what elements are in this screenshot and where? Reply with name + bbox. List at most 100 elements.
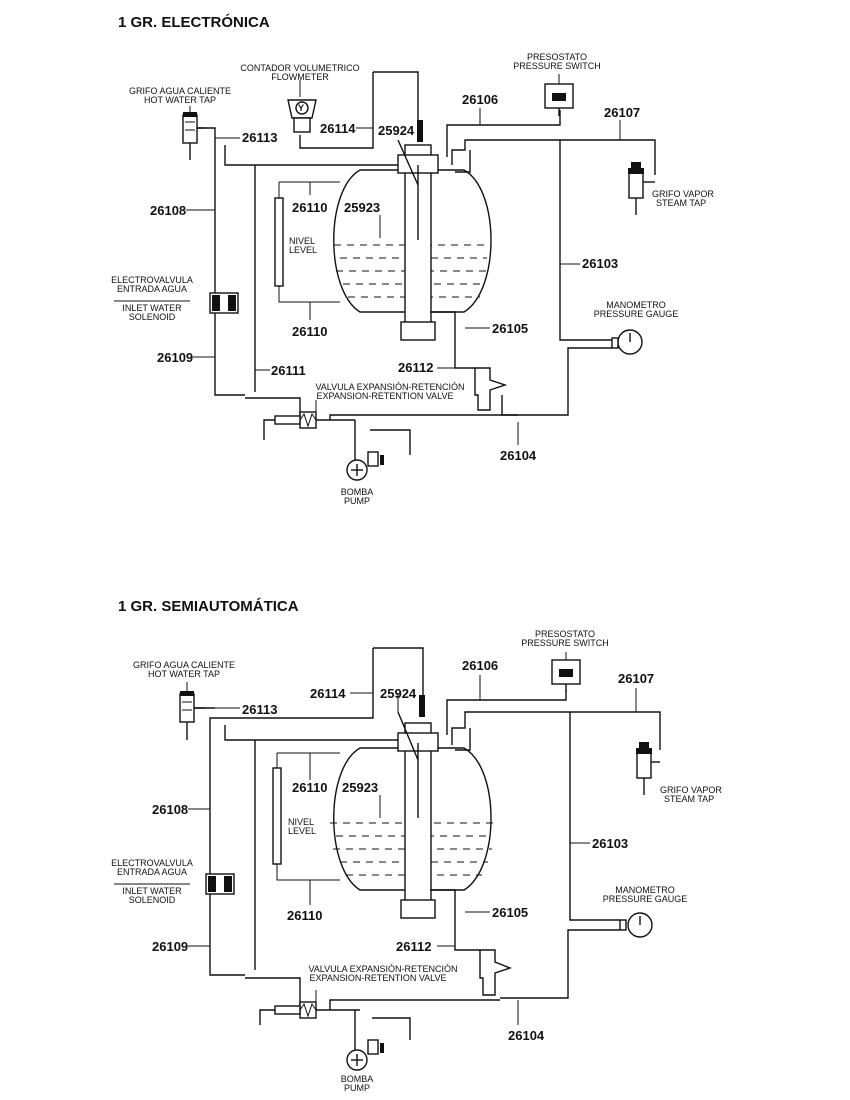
flowmeter-label-es: CONTADOR VOLUMETRICO: [240, 63, 359, 73]
part-number: 25924: [378, 123, 415, 138]
pump-icon: [346, 1039, 384, 1071]
part-number: 26107: [618, 671, 654, 686]
solenoid-label-1: ELECTROVALVULA: [111, 275, 193, 285]
pressure-gauge-label-es: MANOMETRO: [606, 300, 666, 310]
part-number: 26112: [398, 360, 433, 375]
part-number: 26108: [152, 802, 188, 817]
solenoid-label-3: INLET WATER: [122, 886, 182, 896]
part-number: 26105: [492, 321, 528, 336]
pressure-gauge-icon: [619, 912, 653, 938]
part-number: 25924: [380, 686, 417, 701]
pressure-switch-label-en: PRESSURE SWITCH: [513, 61, 601, 71]
part-number: 26109: [152, 939, 188, 954]
part-number: 26106: [462, 92, 498, 107]
pump-label-es: BOMBA: [341, 1074, 374, 1084]
part-number: 25923: [344, 200, 380, 215]
pump-label-es: BOMBA: [341, 487, 374, 497]
pressure-gauge-label-en: PRESSURE GAUGE: [594, 309, 679, 319]
part-number: 26110: [287, 908, 322, 923]
pressure-gauge-label-es: MANOMETRO: [615, 885, 675, 895]
pressure-switch-label-es: PRESOSTATO: [527, 52, 587, 62]
level-glass: [274, 197, 284, 287]
level-glass: [272, 767, 282, 865]
component-labels: GRIFO AGUA CALIENTE HOT WATER TAP PRESOS…: [111, 629, 722, 1093]
group-head-icon: [474, 367, 508, 411]
probe-icon: [419, 695, 425, 717]
steam-tap-label-en: STEAM TAP: [656, 198, 706, 208]
probe-icon: [417, 120, 423, 142]
inlet-solenoid-icon: [205, 873, 235, 895]
pump-icon: [346, 451, 384, 481]
hot-water-tap-label-es: GRIFO AGUA CALIENTE: [129, 86, 231, 96]
level-label-es: NIVEL: [288, 817, 314, 827]
pressure-switch-icon: [544, 83, 574, 116]
expansion-valve-label-en: EXPANSION-RETENTION VALVE: [309, 973, 446, 983]
flowmeter-label-en: FLOWMETER: [271, 72, 329, 82]
leader-lines: [114, 74, 621, 445]
steam-tap-icon: [628, 162, 655, 215]
diagram-semiautomatica: 1 GR. SEMIAUTOMÁTICA: [111, 598, 722, 1093]
heat-exchanger-column: [397, 695, 439, 919]
heat-exchanger-column: [397, 120, 439, 341]
part-number: 26107: [604, 105, 640, 120]
diagram-electronica: 1 GR. ELECTRÓNICA: [111, 13, 714, 506]
part-number: 26105: [492, 905, 528, 920]
pump-label-en: PUMP: [344, 496, 370, 506]
part-number: 26113: [242, 130, 277, 145]
expansion-valve-icon: [274, 1001, 317, 1019]
steam-tap-label-es: GRIFO VAPOR: [660, 785, 722, 795]
part-number: 26103: [582, 256, 618, 271]
part-number: 26114: [310, 686, 346, 701]
part-number: 26109: [157, 350, 193, 365]
part-number: 26104: [508, 1028, 545, 1043]
level-label-en: LEVEL: [289, 245, 317, 255]
hot-water-tap-label-es: GRIFO AGUA CALIENTE: [133, 660, 235, 670]
flowmeter-icon: Y: [287, 99, 317, 133]
solenoid-label-3: INLET WATER: [122, 303, 182, 313]
level-label-en: LEVEL: [288, 826, 316, 836]
pressure-switch-icon: [551, 659, 581, 692]
part-number: 26106: [462, 658, 498, 673]
steam-tap-icon: [636, 742, 660, 795]
level-label-es: NIVEL: [289, 236, 315, 246]
pump-label-en: PUMP: [344, 1083, 370, 1093]
steam-tap-label-en: STEAM TAP: [664, 794, 714, 804]
pressure-switch-label-es: PRESOSTATO: [535, 629, 595, 639]
solenoid-label-4: SOLENOID: [129, 312, 176, 322]
solenoid-label-1: ELECTROVALVULA: [111, 858, 193, 868]
part-numbers: 26106 26107 26113 26114 25924 26110 2592…: [152, 658, 654, 1043]
part-number: 25923: [342, 780, 378, 795]
hot-water-tap-label-en: HOT WATER TAP: [148, 669, 220, 679]
hot-water-tap-icon: [182, 112, 205, 160]
part-number: 26112: [396, 939, 431, 954]
part-number: 26113: [242, 702, 277, 717]
pipework: [195, 647, 661, 1050]
diagram-title: 1 GR. ELECTRÓNICA: [118, 13, 270, 31]
leader-lines: [114, 652, 637, 1025]
expansion-valve-label-es: VALVULA EXPANSIÓN-RETENCIÓN: [308, 964, 457, 974]
pressure-gauge-icon: [611, 329, 643, 355]
component-labels: CONTADOR VOLUMETRICO FLOWMETER GRIFO AGU…: [111, 52, 714, 506]
part-number: 26110: [292, 780, 327, 795]
expansion-valve-icon: [274, 411, 317, 429]
hot-water-tap-label-en: HOT WATER TAP: [144, 95, 216, 105]
part-number: 26104: [500, 448, 537, 463]
group-head-icon: [479, 949, 513, 996]
steam-tap-label-es: GRIFO VAPOR: [652, 189, 714, 199]
inlet-solenoid-icon: [209, 292, 239, 314]
part-number: 26108: [150, 203, 186, 218]
part-number: 26110: [292, 324, 327, 339]
diagram-title: 1 GR. SEMIAUTOMÁTICA: [118, 598, 299, 615]
pressure-gauge-label-en: PRESSURE GAUGE: [603, 894, 688, 904]
solenoid-label-2: ENTRADA AGUA: [117, 284, 187, 294]
part-number: 26103: [592, 836, 628, 851]
solenoid-label-4: SOLENOID: [129, 895, 176, 905]
svg-text:Y: Y: [298, 103, 304, 113]
part-number: 26111: [271, 363, 306, 378]
pressure-switch-label-en: PRESSURE SWITCH: [521, 638, 609, 648]
part-number: 26114: [320, 121, 356, 136]
hot-water-tap-icon: [179, 691, 205, 740]
expansion-valve-label-en: EXPANSION-RETENTION VALVE: [316, 391, 453, 401]
expansion-valve-label-es: VALVULA EXPANSIÓN-RETENCIÓN: [315, 382, 464, 392]
